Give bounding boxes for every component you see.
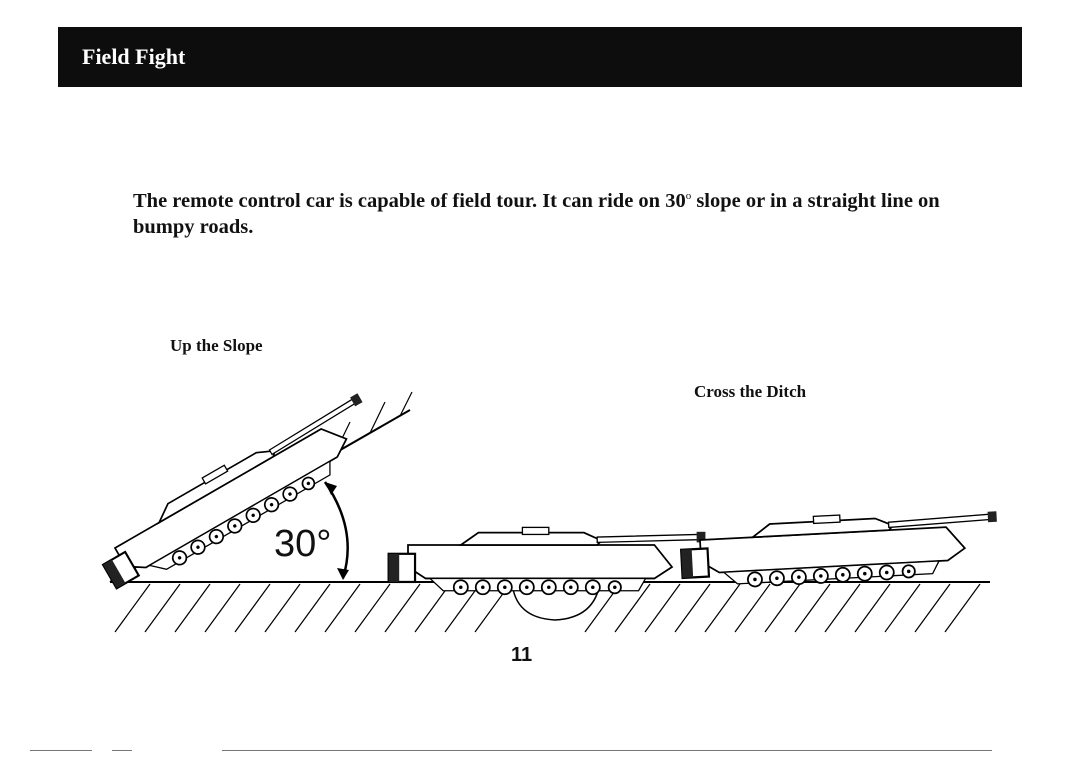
tank-crossing-ditch-right bbox=[680, 507, 1000, 590]
arc-arrow-bottom bbox=[337, 568, 349, 580]
page-number: 11 bbox=[511, 644, 532, 667]
angle-label: 30° bbox=[274, 523, 331, 565]
footer-rule-short bbox=[112, 750, 132, 751]
footer-rule-main bbox=[222, 750, 992, 751]
footer-rule-left bbox=[30, 750, 92, 751]
tank-crossing-ditch-left bbox=[389, 527, 706, 594]
arc-arrow-top bbox=[325, 482, 337, 495]
tank-on-slope bbox=[90, 390, 387, 599]
